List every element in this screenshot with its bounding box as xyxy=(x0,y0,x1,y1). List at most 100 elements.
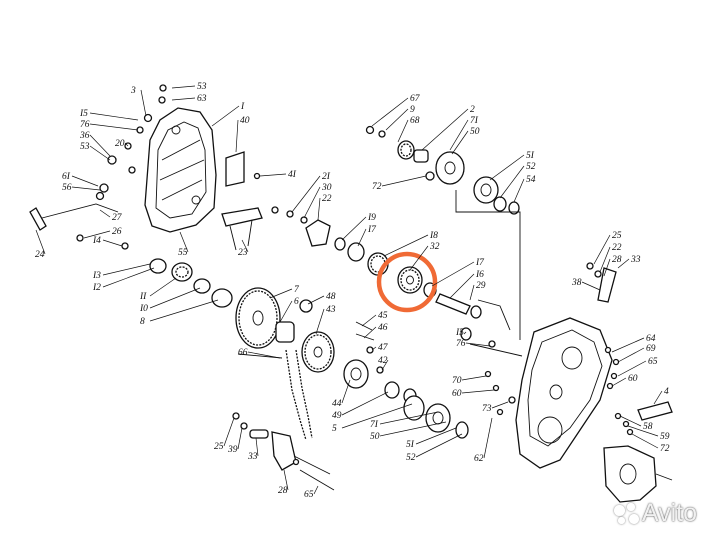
part-label-54: 54 xyxy=(513,175,536,203)
leader-line xyxy=(99,209,111,218)
leader-line xyxy=(603,258,611,277)
part-number: 20 xyxy=(115,139,125,149)
leader-line xyxy=(140,89,147,117)
part-number: 47 xyxy=(378,343,389,353)
part-label-15b: I5 xyxy=(455,328,467,338)
leader-line xyxy=(171,97,196,101)
part-label-32: 32 xyxy=(409,242,440,271)
part-label-61: 6I xyxy=(62,172,99,187)
leader-line xyxy=(483,417,493,459)
bottom-left-parts xyxy=(232,412,335,491)
leader-line xyxy=(303,186,321,219)
part-label-15a: I5 xyxy=(79,109,139,121)
part-number: 36 xyxy=(79,131,90,141)
part-label-25b: 25 xyxy=(214,417,235,452)
part-number: I6 xyxy=(475,270,484,280)
leader-line xyxy=(89,112,139,121)
guide-lines xyxy=(455,190,523,357)
leader-line xyxy=(341,216,367,241)
part-number: I4 xyxy=(92,236,101,246)
part-number: 39 xyxy=(227,445,238,455)
part-label-29: 29 xyxy=(469,281,486,301)
leader-line xyxy=(397,119,409,143)
part-label-26: 26 xyxy=(83,227,122,239)
part-label-55: 55 xyxy=(178,231,189,258)
part-number: 50 xyxy=(370,432,380,442)
leader-line xyxy=(449,119,469,151)
part-number: 27 xyxy=(112,213,123,223)
leader-line xyxy=(255,437,259,457)
part-label-72a: 72 xyxy=(372,175,427,192)
part-label-64: 64 xyxy=(611,334,656,353)
leader-line xyxy=(235,119,239,153)
leader-line xyxy=(317,197,321,221)
avito-dots-icon xyxy=(613,502,640,525)
part-label-51b: 5I xyxy=(406,427,457,450)
part-label-12: I2 xyxy=(92,267,155,293)
large-spur-gear xyxy=(235,287,295,349)
leader-line xyxy=(89,123,139,131)
part-number: I2 xyxy=(92,283,101,293)
leader-line xyxy=(102,263,151,276)
part-label-48: 48 xyxy=(307,292,336,305)
part-number: 7I xyxy=(370,420,379,430)
part-label-9: 9 xyxy=(385,105,415,131)
part-label-56: 56 xyxy=(62,183,101,193)
leader-line xyxy=(513,178,525,203)
leader-line xyxy=(341,391,389,416)
left-fasteners xyxy=(99,84,279,214)
part-number: 28 xyxy=(612,255,622,265)
middle-hardware xyxy=(343,321,469,439)
part-label-23: 23 xyxy=(238,239,249,258)
leader-line xyxy=(381,175,427,187)
part-number: 25 xyxy=(214,442,224,452)
part-number: I3 xyxy=(92,271,101,281)
part-number: 23 xyxy=(238,248,248,258)
part-label-3: 3 xyxy=(130,86,147,117)
part-number: 2I xyxy=(322,172,331,182)
part-number: I xyxy=(240,102,245,112)
leader-line xyxy=(469,284,475,301)
part-label-33a: 33 xyxy=(617,255,641,269)
part-label-21: 2I xyxy=(291,172,331,213)
shift-lever-assembly xyxy=(29,191,119,242)
part-number: 56 xyxy=(62,183,72,193)
part-label-43: 43 xyxy=(315,305,336,335)
gearbox-cover xyxy=(144,107,263,251)
part-label-60b: 60 xyxy=(611,374,638,387)
part-number: 42 xyxy=(378,356,388,366)
part-label-76a: 76 xyxy=(80,120,139,131)
leader-line xyxy=(383,234,429,257)
part-label-24: 24 xyxy=(35,229,46,260)
part-number: 52 xyxy=(406,453,416,463)
leader-line xyxy=(357,228,367,247)
part-number: 25 xyxy=(612,231,622,241)
part-label-76b: 76 xyxy=(456,339,491,349)
part-number: 29 xyxy=(476,281,486,291)
part-number: 43 xyxy=(326,305,336,315)
part-label-67: 67 xyxy=(371,94,421,127)
part-number: 3 xyxy=(130,86,136,96)
part-label-18: I8 xyxy=(383,231,438,257)
part-number: 65 xyxy=(648,357,658,367)
part-number: 60 xyxy=(628,374,638,384)
part-number: 59 xyxy=(660,432,670,442)
watermark-logo: Avito xyxy=(613,499,697,528)
part-number: 5 xyxy=(332,424,337,434)
part-label-14: I4 xyxy=(92,236,123,247)
leader-line xyxy=(247,351,281,359)
part-label-59: 59 xyxy=(627,425,670,442)
part-label-58: 58 xyxy=(619,415,653,432)
part-label-71b: 7I xyxy=(370,411,439,430)
part-label-5: 5 xyxy=(332,403,413,434)
left-shaft-parts xyxy=(121,242,233,308)
part-label-27: 27 xyxy=(99,209,123,223)
part-number: 22 xyxy=(322,194,332,204)
part-label-40: 40 xyxy=(235,116,250,153)
leader-line xyxy=(611,337,645,353)
leader-line xyxy=(489,154,525,181)
part-label-19: I9 xyxy=(341,213,376,241)
part-number: 5I xyxy=(406,440,415,450)
part-label-50b: 50 xyxy=(370,421,447,442)
